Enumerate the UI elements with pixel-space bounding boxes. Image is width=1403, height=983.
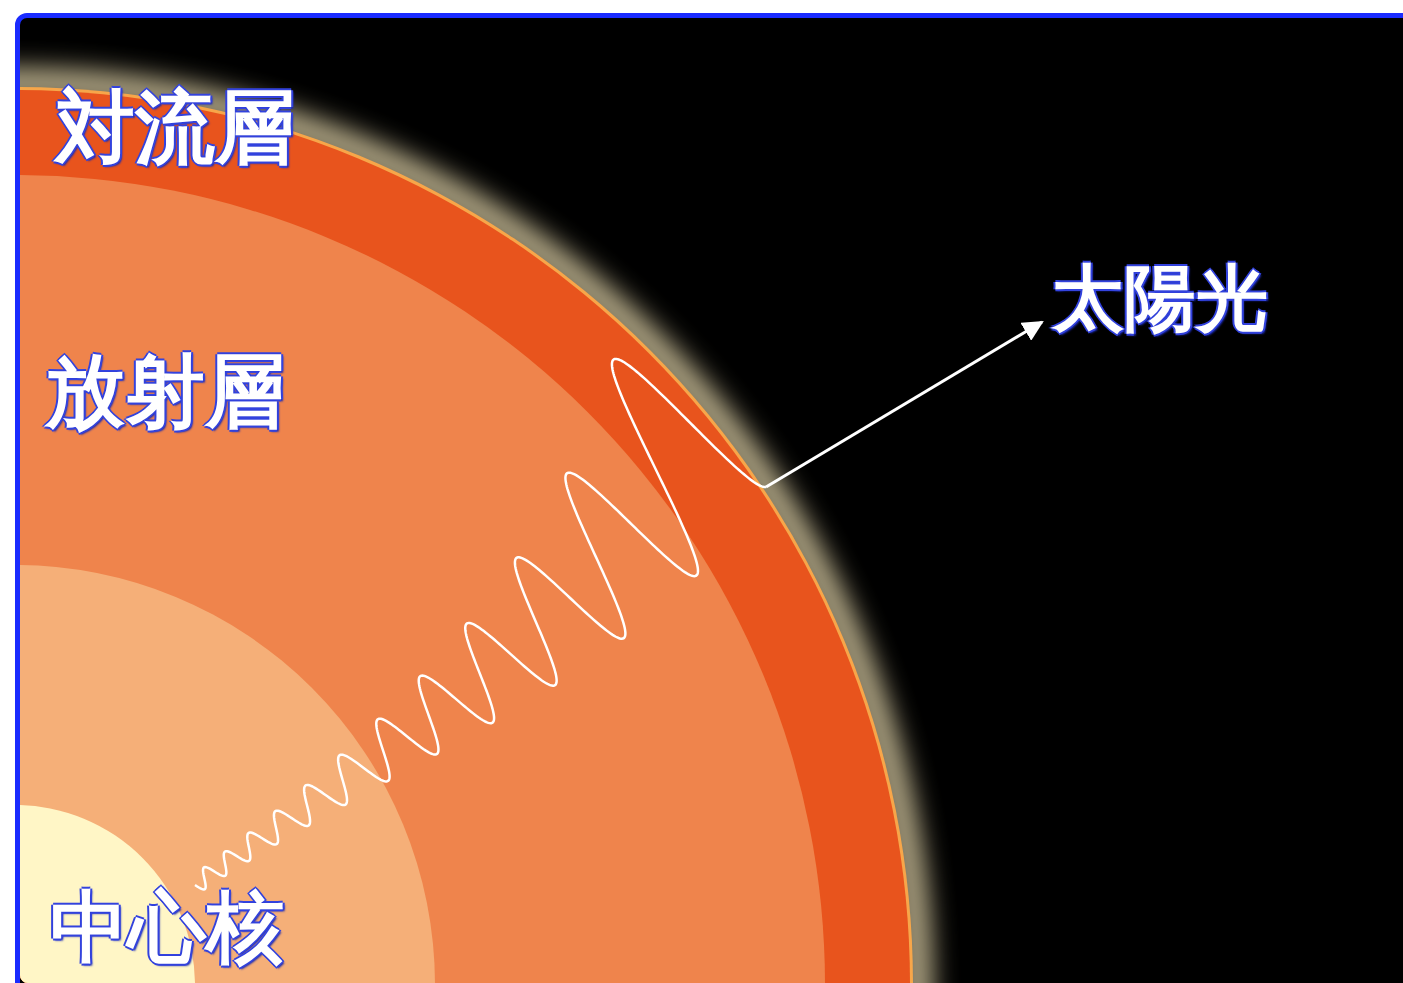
sunlight-label: 太陽光	[1052, 262, 1268, 334]
layer-label: 放射層	[45, 352, 285, 432]
convection-zone: 対流層放射層中心核	[0, 90, 910, 983]
sunlight-arrow	[766, 322, 1042, 487]
layer-label: 対流層	[55, 88, 295, 168]
layer-label: 中心核	[50, 888, 284, 966]
wave-line	[195, 359, 766, 890]
core: 中心核	[0, 805, 195, 983]
radiative-zone: 放射層中心核	[0, 175, 825, 983]
